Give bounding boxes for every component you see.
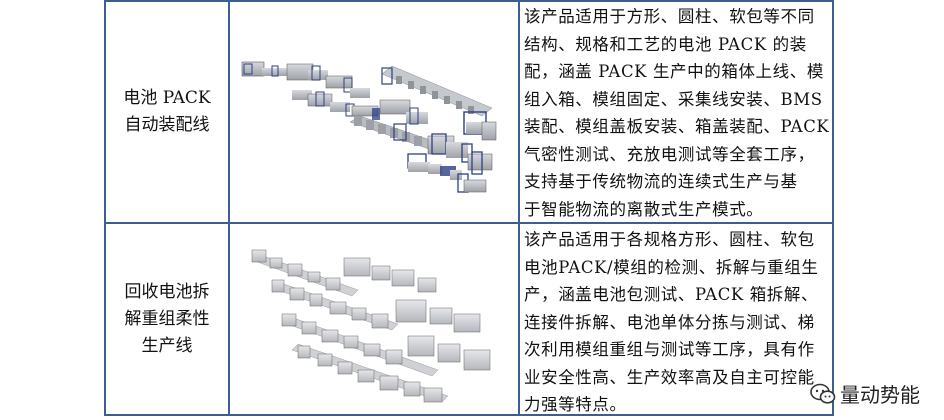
row-divider [104, 222, 834, 224]
lower-diagonal-line [349, 115, 493, 175]
product-name-cell: 电池 PACK 自动装配线 [106, 2, 228, 222]
watermark: 量动势能 [810, 379, 920, 408]
product-description: 该产品适用于方形、圆柱、软包等不同 结构、规格和工艺的电池 PACK 的装 配，… [524, 7, 830, 219]
recycling-line-top [251, 249, 437, 297]
recycling-line-illustration [251, 249, 491, 403]
upper-right-line [381, 65, 497, 141]
product-name-cell: 回收电池拆 解重组柔性 生产线 [106, 224, 228, 414]
product-name: 回收电池拆 解重组柔性 生产线 [124, 281, 210, 356]
product-description: 该产品适用于各规格方形、圆柱、软包 电池PACK/模组的检测、拆解与重组生 产，… [524, 230, 819, 414]
table-border-top [104, 0, 834, 2]
recycling-line-lower [281, 313, 491, 377]
recycling-line-middle [271, 279, 481, 333]
assembly-line-image [232, 4, 516, 220]
recycling-line-image [232, 226, 516, 412]
watermark-text: 量动势能 [840, 383, 920, 407]
table-border-right [832, 0, 834, 416]
table-border-left [104, 0, 106, 416]
pack-assembly-line-illustration [241, 61, 497, 193]
left-station-cluster [241, 61, 370, 98]
column-divider-1 [228, 0, 230, 416]
column-divider-2 [518, 0, 520, 416]
wechat-icon [810, 383, 836, 404]
product-name: 电池 PACK 自动装配线 [123, 88, 211, 135]
middle-station-cluster [292, 90, 428, 125]
lower-middle-stations [407, 153, 487, 193]
table-border-bottom [104, 414, 834, 416]
recycling-line-bottom [291, 343, 449, 403]
